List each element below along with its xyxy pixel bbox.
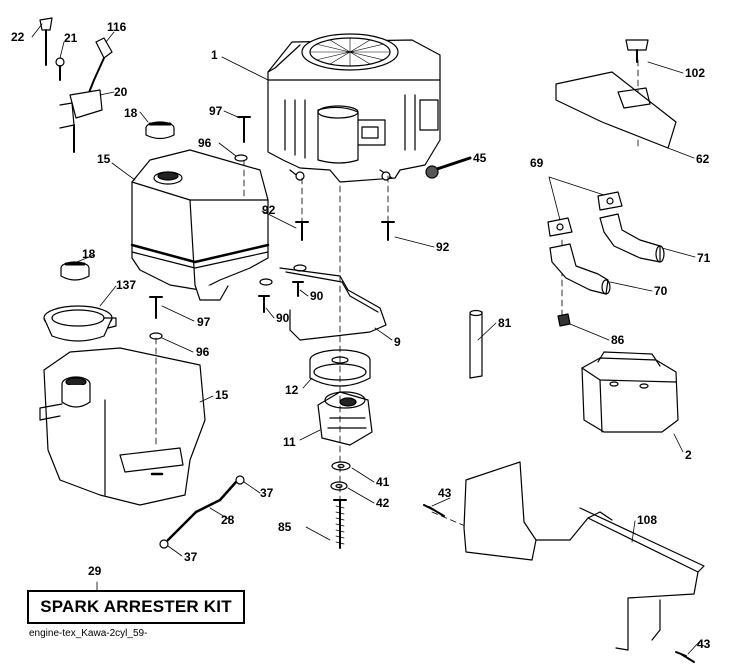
bracket-bolt-parts xyxy=(423,504,695,663)
pto-clutch-part xyxy=(317,391,373,446)
callout-97-lower: 97 xyxy=(197,315,211,329)
callout-18-upper: 18 xyxy=(124,106,138,120)
fuel-cap-lower-part xyxy=(60,261,90,281)
spark-arrester-kit-box: SPARK ARRESTER KIT xyxy=(27,590,245,624)
leader-lines xyxy=(31,23,701,655)
callout-21: 21 xyxy=(64,31,78,45)
spark-arrester-kit-label: SPARK ARRESTER KIT xyxy=(40,597,232,616)
callout-102: 102 xyxy=(685,66,705,80)
callout-70: 70 xyxy=(654,284,668,298)
callout-22: 22 xyxy=(11,30,25,44)
callout-15-upper: 15 xyxy=(97,152,111,166)
exhaust-pipe-upper-part xyxy=(599,213,665,263)
callout-90-upper: 90 xyxy=(310,289,324,303)
clutch-fasteners xyxy=(330,461,351,549)
callout-12: 12 xyxy=(285,383,299,397)
callout-18-lower: 18 xyxy=(82,247,96,261)
diagram-caption: engine-tex_Kawa-2cyl_59- xyxy=(29,628,148,639)
callout-15-lower: 15 xyxy=(215,388,229,402)
fastener-parts xyxy=(149,116,395,340)
fuel-hose-part xyxy=(159,475,245,549)
callout-11: 11 xyxy=(283,435,296,449)
fuel-cap-upper-part xyxy=(145,121,175,140)
muffler-part xyxy=(581,351,679,433)
callout-37-lower: 37 xyxy=(184,550,198,564)
spark-plug-part xyxy=(425,156,472,179)
callout-2: 2 xyxy=(685,448,692,462)
exhaust-pipe-lower-part xyxy=(549,243,611,295)
callout-9: 9 xyxy=(394,335,401,349)
callout-28: 28 xyxy=(221,513,235,527)
callout-137: 137 xyxy=(116,278,136,292)
callout-92-right: 92 xyxy=(436,240,450,254)
callout-96-lower: 96 xyxy=(196,345,210,359)
callout-69: 69 xyxy=(530,156,544,170)
callout-81: 81 xyxy=(498,316,512,330)
callout-96-upper: 96 xyxy=(198,136,212,150)
callout-108: 108 xyxy=(637,513,657,527)
fuel-strainer-part xyxy=(43,305,117,342)
knob-part xyxy=(625,39,649,63)
engine-part xyxy=(267,33,441,183)
callout-29: 29 xyxy=(88,564,102,578)
callout-116: 116 xyxy=(107,20,127,34)
fuel-tank-upper-part xyxy=(130,149,270,301)
callout-42: 42 xyxy=(376,496,390,510)
callout-20: 20 xyxy=(114,85,128,99)
callout-90-lower: 90 xyxy=(276,311,290,325)
throttle-control-part xyxy=(39,17,113,153)
callout-71: 71 xyxy=(697,251,711,265)
callout-41: 41 xyxy=(376,475,390,489)
callout-97-upper: 97 xyxy=(209,104,223,118)
callout-43-lower: 43 xyxy=(697,637,711,651)
callout-45: 45 xyxy=(473,151,487,165)
callout-92-left: 92 xyxy=(262,203,276,217)
gasket-parts xyxy=(547,191,623,237)
callout-62: 62 xyxy=(696,152,710,166)
engine-bracket-part xyxy=(463,461,705,651)
callout-86: 86 xyxy=(611,333,625,347)
pulley-part xyxy=(309,349,371,387)
fuel-tank-lower-part xyxy=(39,347,206,506)
heat-shield-part xyxy=(555,71,677,149)
callout-43-upper: 43 xyxy=(438,486,452,500)
tube-part xyxy=(469,309,483,379)
nut-part xyxy=(557,313,571,327)
callout-85: 85 xyxy=(278,520,292,534)
callout-labels: 1 2 9 11 12 15 15 18 18 20 21 22 28 29 3… xyxy=(11,20,711,651)
belt-guide-part xyxy=(279,267,387,341)
callout-1: 1 xyxy=(211,48,218,62)
callout-37-upper: 37 xyxy=(260,486,274,500)
